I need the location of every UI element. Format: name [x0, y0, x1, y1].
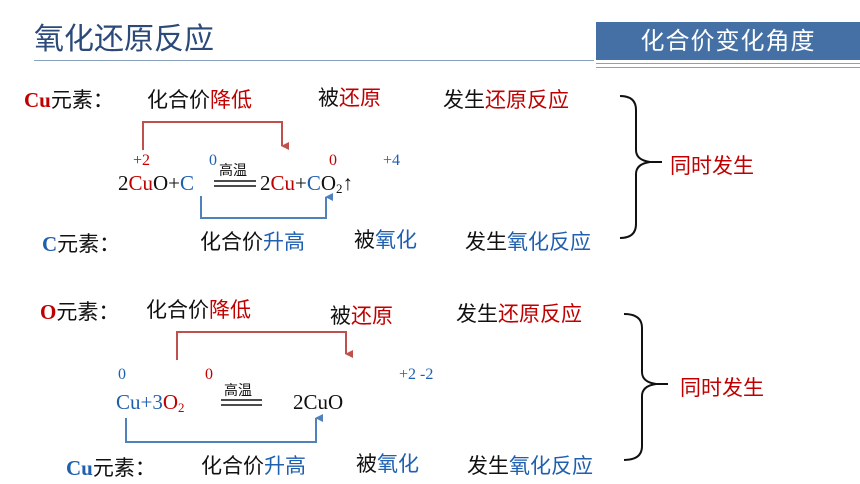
r2-cu-change: 化合价升高: [201, 454, 306, 478]
r1-c-oxidized: 被氧化: [354, 228, 417, 252]
perspective-badge: 化合价变化角度: [596, 22, 860, 60]
r1-c-label: C元素：: [42, 232, 121, 256]
page-title: 氧化还原反应: [34, 22, 214, 57]
r1-reactants: 2CuO+C: [118, 171, 195, 195]
r2-simultaneous: 同时发生: [680, 376, 764, 400]
r1-ox-c-reactant: 0: [209, 152, 217, 169]
r1-cu-reduced: 被还原: [318, 86, 381, 110]
r2-o-arrow: [176, 331, 353, 360]
r2-cu-label: Cu元素：: [66, 456, 156, 480]
r1-c-arrow: [200, 193, 333, 219]
r1-c-change: 化合价升高: [200, 230, 305, 254]
r2-reactants: Cu+3O2: [116, 390, 185, 415]
r1-cu-change: 化合价降低: [147, 88, 252, 112]
r1-cu-arrow: [142, 121, 289, 150]
r1-brace: [619, 95, 651, 239]
r2-o-element: O: [40, 300, 57, 324]
r2-ox-cu-reactant: 0: [118, 366, 126, 383]
r2-cu-oxidized: 被氧化: [356, 452, 419, 476]
r2-cu-arrow: [125, 414, 323, 443]
r1-ox-cu-product: 0: [329, 152, 337, 169]
badge-underline: [596, 63, 860, 68]
r2-condition: 高温: [224, 383, 252, 399]
r1-cu-label: Cu元素：: [24, 88, 114, 112]
r1-ox-c-product: +4: [383, 152, 401, 169]
r2-cu-element: Cu: [66, 456, 93, 480]
r2-cu-reaction: 发生氧化反应: [467, 454, 593, 478]
r1-condition: 高温: [219, 163, 247, 179]
r2-o-change: 化合价降低: [146, 298, 251, 322]
r1-cu-element: Cu: [24, 88, 51, 112]
r1-ox-cu-reactant: +2: [133, 152, 151, 169]
r1-cu-reaction: 发生还原反应: [443, 88, 569, 112]
r1-simultaneous: 同时发生: [670, 154, 754, 178]
r1-products: 2Cu+CO2↑: [260, 171, 354, 196]
r2-ox-product: +2 -2: [399, 366, 434, 383]
r2-brace: [623, 313, 657, 461]
r1-c-reaction: 发生氧化反应: [465, 230, 591, 254]
title-underline: [34, 60, 594, 61]
r1-c-element: C: [42, 232, 58, 256]
r2-o-label: O元素：: [40, 300, 120, 324]
r2-products: 2CuO: [293, 390, 344, 414]
r2-o-reduced: 被还原: [330, 304, 393, 328]
r2-o-reaction: 发生还原反应: [456, 302, 582, 326]
r2-ox-o-reactant: 0: [205, 366, 213, 383]
